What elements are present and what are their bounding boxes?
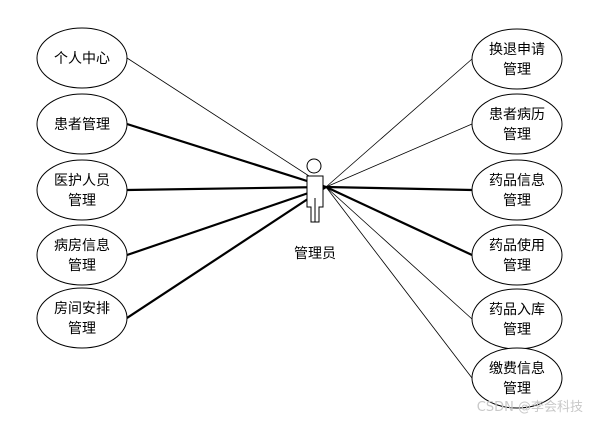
use-case-label: 换退申请 bbox=[489, 41, 545, 58]
use-case-label: 管理 bbox=[503, 62, 531, 78]
use-case-label: 个人中心 bbox=[54, 51, 110, 67]
actor-label: 管理员 bbox=[294, 246, 336, 262]
use-case-label: 患者管理 bbox=[54, 117, 110, 133]
use-case-label: 病房信息 bbox=[54, 237, 110, 254]
use-case-label: 药品使用 bbox=[489, 237, 545, 254]
association-line-right-6 bbox=[325, 186, 473, 379]
association-line-right-1 bbox=[325, 58, 473, 188]
use-case-ellipse bbox=[36, 93, 128, 155]
use-case-ellipse bbox=[471, 28, 563, 90]
actor-head-icon bbox=[306, 158, 322, 174]
use-case-label: 管理 bbox=[68, 193, 96, 209]
use-case-ellipse bbox=[471, 347, 563, 409]
use-case-label: 管理 bbox=[68, 321, 96, 337]
association-line-left-2 bbox=[126, 122, 327, 189]
association-line-left-5 bbox=[126, 186, 327, 319]
use-case-ellipse bbox=[36, 224, 128, 286]
use-case-label: 患者病历 bbox=[489, 107, 545, 123]
use-case-label: 药品入库 bbox=[489, 302, 545, 318]
use-case-ellipse bbox=[36, 159, 128, 221]
use-case-ellipse bbox=[471, 288, 563, 350]
association-line-left-1 bbox=[126, 57, 327, 188]
actor-administrator: 管理员 bbox=[294, 158, 336, 262]
association-line-left-4 bbox=[126, 185, 327, 257]
use-case-label: 药品信息 bbox=[489, 172, 545, 189]
use-case-group: 个人中心患者管理医护人员管理病房信息管理房间安排管理换退申请管理患者病历管理药品… bbox=[36, 27, 563, 409]
use-case-ellipse bbox=[471, 224, 563, 286]
use-case-left-1: 个人中心 bbox=[36, 27, 128, 89]
association-line-left-3 bbox=[126, 185, 327, 192]
use-case-label: 医护人员 bbox=[54, 173, 110, 189]
use-case-ellipse bbox=[36, 287, 128, 349]
use-case-ellipse bbox=[36, 27, 128, 89]
association-line-right-2 bbox=[325, 123, 473, 188]
association-lines bbox=[126, 57, 473, 379]
association-line-right-4 bbox=[325, 186, 473, 256]
use-case-label: 管理 bbox=[503, 381, 531, 397]
use-case-label: 管理 bbox=[68, 258, 96, 274]
watermark: CSDN @李会科技 bbox=[477, 400, 583, 415]
association-line-right-3 bbox=[325, 185, 473, 192]
use-case-label: 管理 bbox=[503, 127, 531, 143]
use-case-ellipse bbox=[471, 93, 563, 155]
use-case-label: 房间安排 bbox=[54, 301, 110, 317]
use-case-left-2: 患者管理 bbox=[36, 93, 128, 155]
use-case-ellipse bbox=[471, 159, 563, 221]
use-case-label: 缴费信息 bbox=[489, 360, 545, 377]
use-case-label: 管理 bbox=[503, 193, 531, 209]
use-case-label: 管理 bbox=[503, 322, 531, 338]
association-line-right-5 bbox=[325, 186, 473, 320]
use-case-label: 管理 bbox=[503, 258, 531, 274]
